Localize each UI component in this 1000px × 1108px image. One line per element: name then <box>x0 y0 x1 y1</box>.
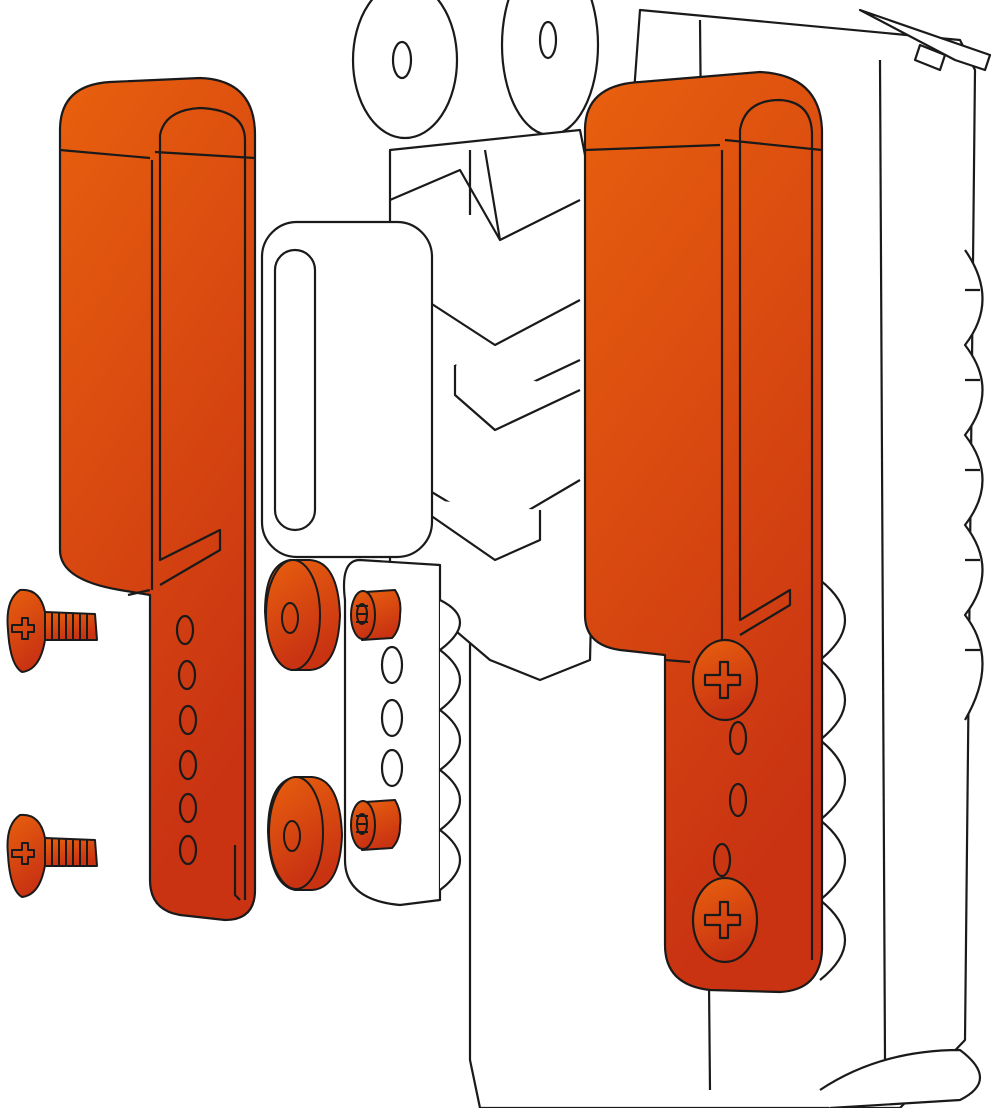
washer-icon <box>264 559 343 891</box>
threaded-insert-icon <box>350 589 402 851</box>
screw-icon <box>6 588 98 898</box>
belt-clip-right <box>583 70 824 994</box>
screw-head-in-clip <box>691 638 759 964</box>
belt-clip-left <box>58 76 257 922</box>
